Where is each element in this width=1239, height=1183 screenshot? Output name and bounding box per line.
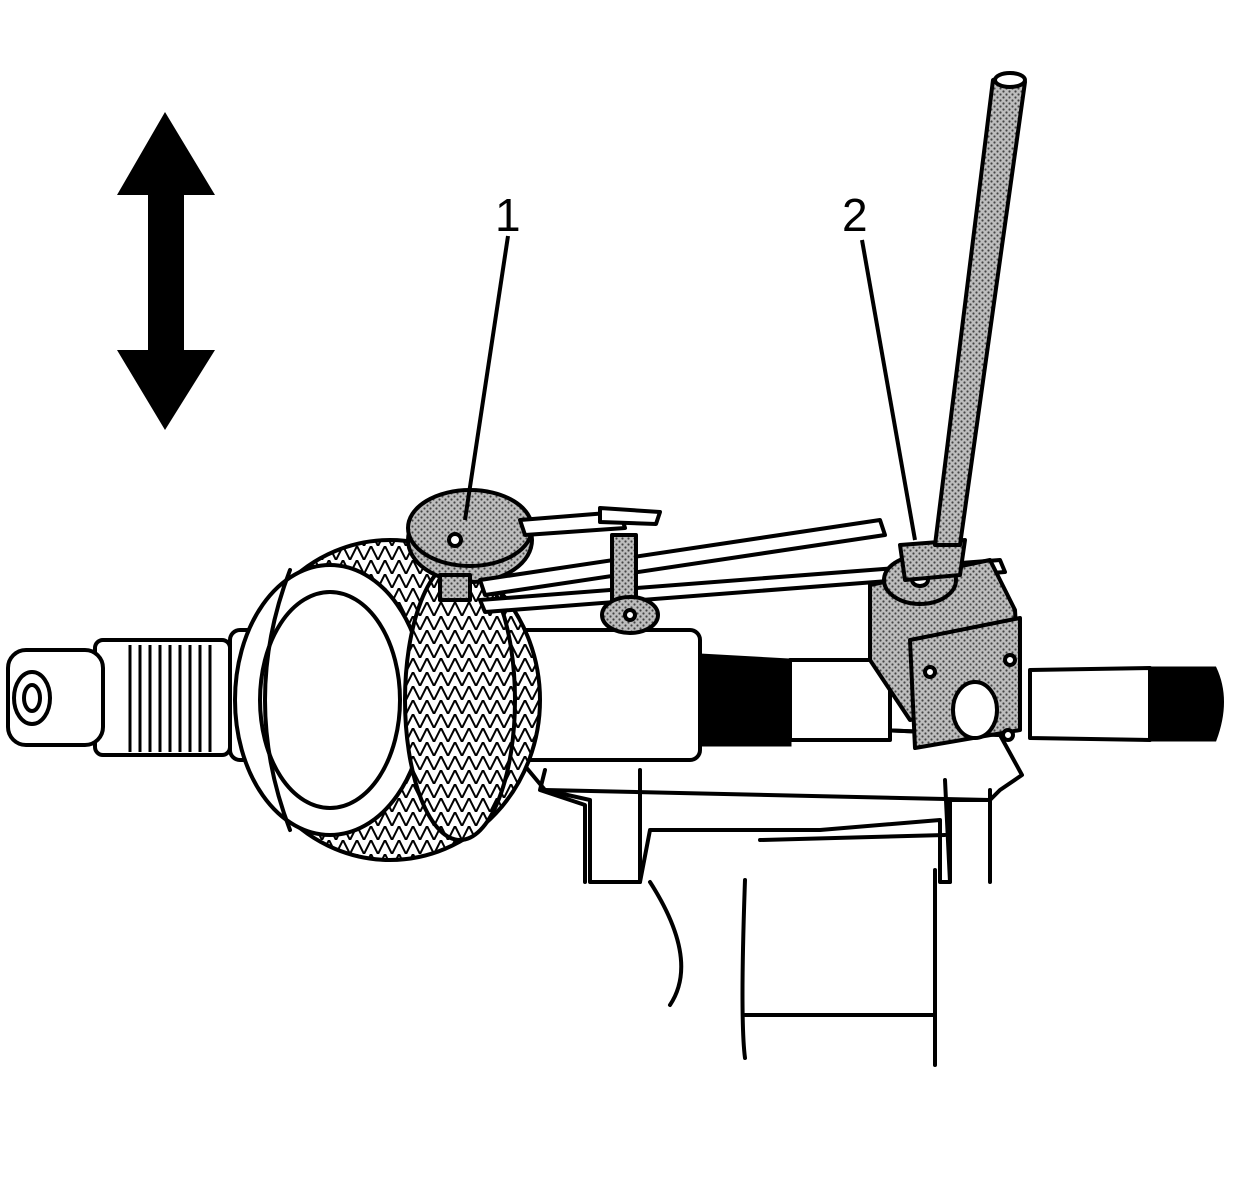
callout-label-2: 2 [842,189,868,241]
double-arrow-vertical-icon [117,112,215,430]
helical-gear [233,538,542,862]
callout-label-1: 1 [495,189,521,241]
leader-line-2 [860,239,917,541]
spline-teeth [128,645,212,752]
leader-line-1 [463,235,510,521]
output-shaft [6,628,1224,762]
bench-fixture [518,713,1024,1067]
indicator-arm [478,518,1007,635]
clamp-fixture [868,71,1027,750]
